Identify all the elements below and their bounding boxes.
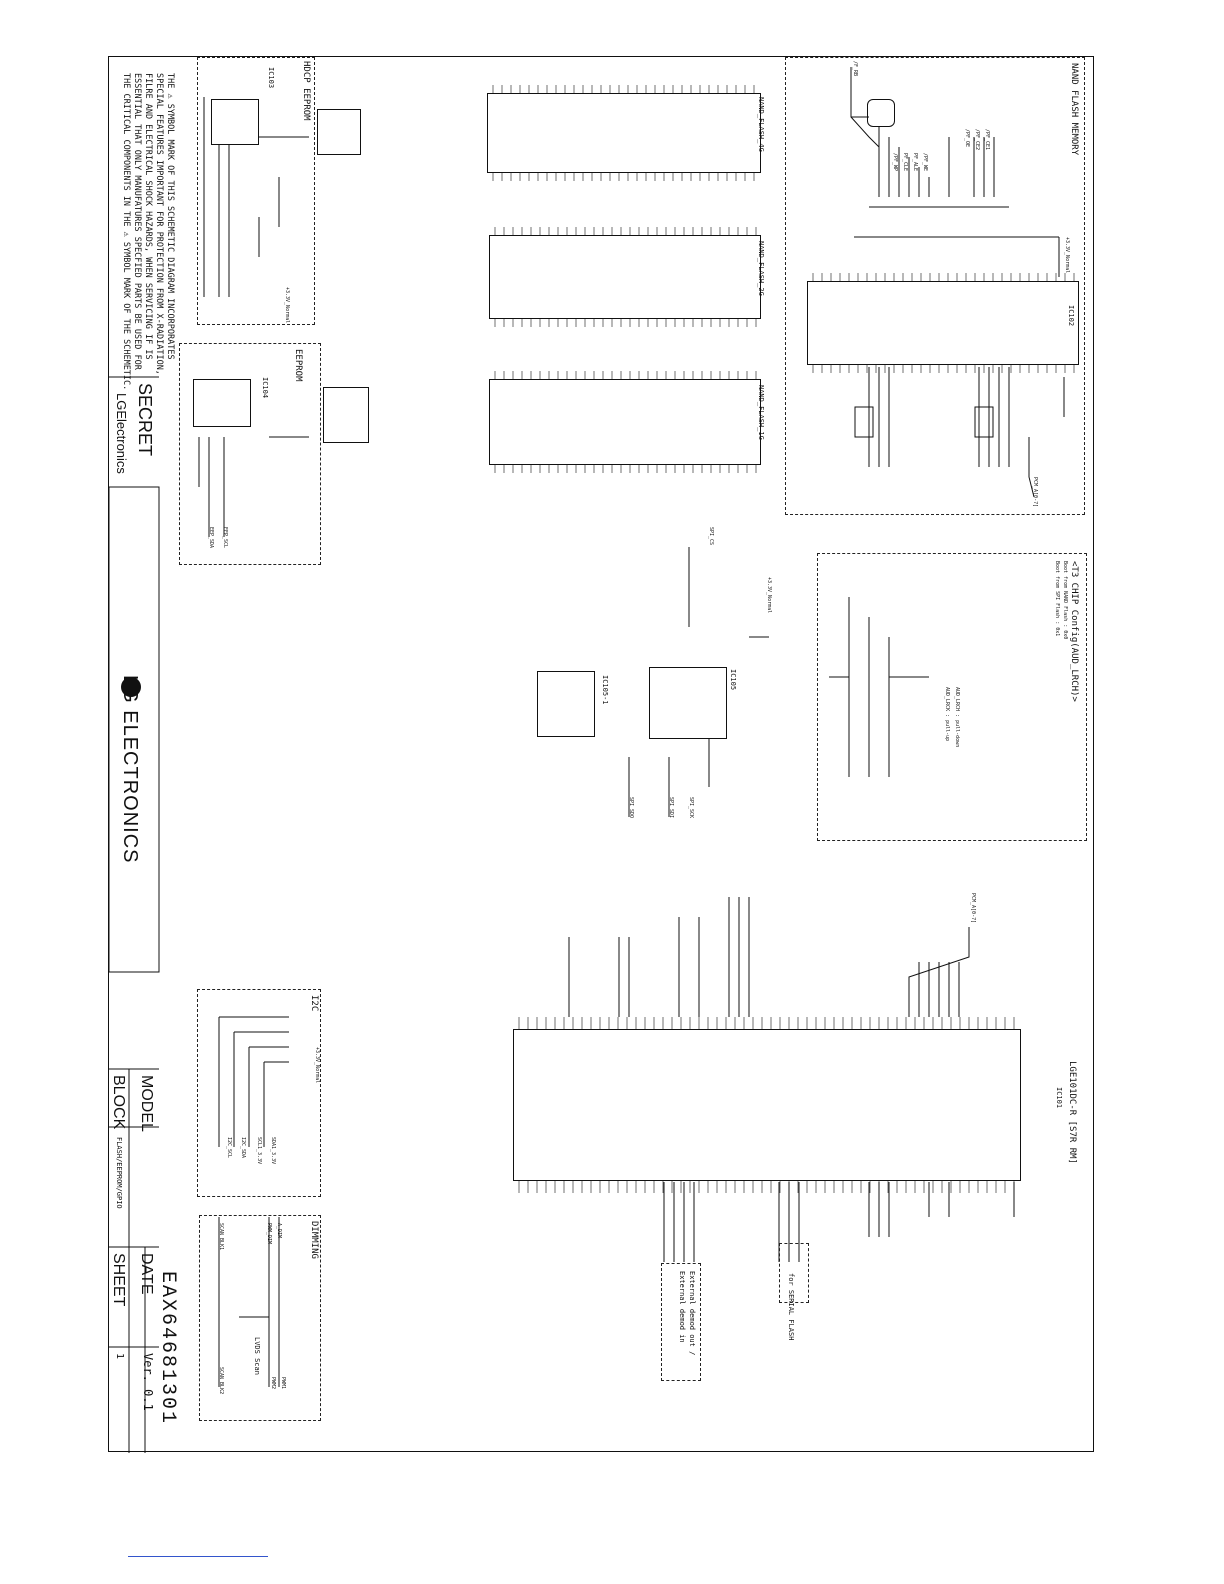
ext-demod-label: External demod out / External demod in <box>678 1271 696 1356</box>
hdcp-vcc-net: +3.3V_Normal <box>284 287 290 324</box>
safety-line: FILRE AND ELECTRICAL SHOCK HAZARDS, WHEN… <box>143 73 153 360</box>
doc-number: EAX64681301 <box>156 1271 179 1426</box>
eeprom-chip <box>193 379 251 427</box>
safety-line: THE ⚠ SYMBOL MARK OF THIS SCHEMETIC DIAG… <box>165 73 175 360</box>
eeprom-alt-chip <box>323 387 369 443</box>
i2c-vcc-net: +3.3V_Normal <box>314 1047 320 1084</box>
dimming-net: PWM2 <box>270 1377 276 1390</box>
dimming-net: PWM_DIM <box>266 1223 272 1245</box>
nand-chip-ref: IC102 <box>1067 305 1075 327</box>
spi-sdi-net: SPI_SDI <box>668 797 674 819</box>
main-soc-ref: IC101 <box>1055 1087 1063 1109</box>
eeprom-block <box>179 343 321 565</box>
spi-cs-net: SPI_CS <box>708 527 714 546</box>
hdcp-block-title: HDCP EEPROM <box>301 61 311 121</box>
dimming-net: PWM1 <box>280 1377 286 1390</box>
serial-flash-bracket <box>779 1243 809 1303</box>
dimming-net: SCAN_BLK2 <box>218 1367 224 1395</box>
i2c-net: SCL1_3.3V <box>256 1137 262 1165</box>
main-soc-chip <box>513 1029 1021 1181</box>
block-value: FLASH/EEPROM/GPIO <box>115 1137 123 1209</box>
config-line: AUD_LRCK : pull-up <box>944 687 950 742</box>
hdcp-alt-chip <box>317 109 361 155</box>
secret-label: SECRET <box>135 383 155 457</box>
main-soc-name: LGE101DC-R [S7R RM] <box>1067 1061 1077 1164</box>
nand-vcc-net: +3.3V_Normal <box>1064 237 1070 274</box>
spi-flash-alt-chip <box>537 671 595 737</box>
safety-line: SPECIAL FEATURES IMPORTANT FOR PROTECTIO… <box>154 73 164 375</box>
block-label: BLOCK <box>110 1075 127 1130</box>
nand-ce2-net: /PF_CE2 <box>974 129 980 151</box>
safety-line: ESSENTIAL THAT ONLY MANUFATURES SPECFIED… <box>132 73 142 370</box>
chip-config-title: <T3 CHIP Config(AUD_LRCH)> <box>1069 561 1079 702</box>
nand-alt-chip-2 <box>489 235 761 319</box>
nand-wp-net: /PF_WP <box>892 153 898 172</box>
i2c-net: SDA1_3.3V <box>270 1137 276 1165</box>
ext-demod-bracket <box>661 1263 701 1381</box>
nand-ce-net: /PF_CE1 <box>984 129 990 151</box>
spi-sdo-net: SPI_SDO <box>628 797 634 819</box>
spi-flash-alt-ref: IC105-1 <box>601 675 609 705</box>
eeprom-block-title: EEPROM <box>293 349 303 382</box>
eeprom-chip-ref: IC104 <box>261 377 269 399</box>
dimming-block <box>199 1215 321 1421</box>
eeprom-scl-net: EEP_SCL <box>222 527 228 549</box>
nand-flash-chip <box>807 281 1079 365</box>
nand-pcm-bus: PCM_A[0-7] <box>1032 477 1038 508</box>
nand-alt-3-label: NAND_FLASH_1G <box>757 385 765 440</box>
nand-cle-net: PF_CLE <box>902 153 908 172</box>
i2c-net: I2C_SCL <box>226 1137 232 1159</box>
nand-alt-chip-3 <box>489 379 761 465</box>
nand-flash-block <box>785 57 1085 515</box>
schematic-sheet: SECRET LGElectronics LG ELECTRONICS MODE… <box>108 56 1094 1453</box>
chip-config-block <box>817 553 1087 841</box>
date-label: DATE <box>138 1253 155 1295</box>
i2c-block-title: I2C <box>309 995 319 1012</box>
sheet-value: 1 <box>114 1353 125 1360</box>
lvds-scan-label: LVDS Scan <box>253 1337 261 1375</box>
version-label: Ver. 0.1 <box>141 1353 155 1411</box>
hdcp-chip-ref: IC103 <box>267 67 275 89</box>
spi-sck-net: SPI_SCK <box>688 797 694 819</box>
nand-block-title: NAND FLASH MEMORY <box>1069 63 1079 156</box>
dimming-net: SCAN_BLK1 <box>218 1223 224 1251</box>
dimming-block-title: DIMMING <box>309 1221 319 1259</box>
dimming-net: A_DIM <box>276 1223 282 1239</box>
safety-line: THE CRITICAL COMPONENTS IN THE ⚠ SYMBOL … <box>121 73 131 391</box>
hdcp-eeprom-block <box>197 57 315 325</box>
lg-logo-text: LG ELECTRONICS <box>119 675 141 864</box>
lg-logo-icon <box>121 677 141 697</box>
nand-rb-net: /F_RB <box>852 61 858 77</box>
spi-flash-chip <box>649 667 727 739</box>
serial-flash-label: for SERIAL FLASH <box>787 1273 795 1341</box>
nand-we-net: /PF_WE <box>922 153 928 172</box>
nand-alt-1-label: NAND_FLASH_4G <box>757 97 765 152</box>
i2c-net: I2C_SDA <box>240 1137 246 1159</box>
config-line: Boot from SPI Flash : 0x1 <box>1054 561 1060 637</box>
sheet-label: SHEET <box>110 1253 127 1307</box>
eeprom-sda-net: EEP_SDA <box>208 527 214 549</box>
model-label: MODEL <box>138 1075 155 1132</box>
spi-flash-ref: IC105 <box>729 669 737 691</box>
nand-alt-chip-1 <box>487 93 761 173</box>
nand-oe-net: /PF_OE <box>964 129 970 148</box>
safety-note: THE ⚠ SYMBOL MARK OF THIS SCHEMETIC DIAG… <box>120 73 175 390</box>
config-line: AUD_LRCH : pull-down <box>954 687 960 748</box>
nand-alt-2-label: NAND_FLASH_2G <box>757 241 765 296</box>
hdcp-chip <box>211 99 259 145</box>
nand-ale-net: PF_ALE <box>912 153 918 172</box>
config-line: Boot from NAND Flash : 0x0 <box>1062 561 1068 640</box>
spi-vcc-net: +3.3V_Normal <box>766 577 772 614</box>
nand-transistor-region <box>867 99 895 127</box>
company-short-label: LGElectronics <box>114 393 129 474</box>
pcm-bus-label: PCM_A[0-7] <box>970 893 976 924</box>
footer-link-underline[interactable] <box>128 1556 268 1557</box>
i2c-block <box>197 989 321 1197</box>
schematic-drawing <box>109 67 1075 1453</box>
